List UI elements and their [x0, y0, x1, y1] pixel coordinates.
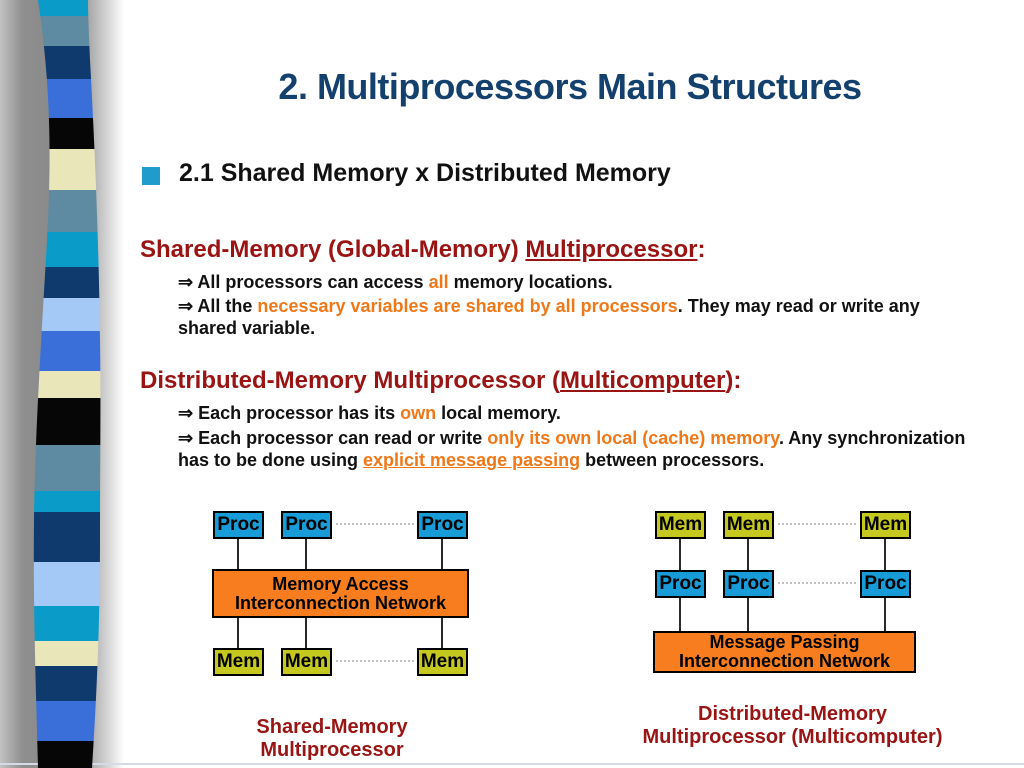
bullet-square-icon	[142, 167, 160, 185]
dist-b2-mid: . Any synchronization has to be done usi…	[178, 428, 966, 470]
left-connector-line	[441, 618, 443, 648]
dist-heading-pre: Distributed-Memory Multiprocessor (	[140, 367, 561, 394]
shared-b2-emphasis: necessary variables are shared by all pr…	[257, 296, 678, 316]
left-mem-box-3: Mem	[417, 648, 468, 676]
right-mem-box-2: Mem	[723, 511, 774, 539]
left-connector-line	[237, 618, 239, 648]
left-connector-line	[237, 539, 239, 569]
right-connector-line	[884, 539, 886, 570]
right-connector-line	[747, 539, 749, 570]
shared-heading-pre: Shared-Memory (Global-Memory)	[140, 236, 526, 263]
shared-heading-post: :	[697, 236, 706, 263]
dist-b2-emphasis: only its own local (cache) memory	[487, 428, 779, 448]
shared-b2-pre: ⇒ All the	[178, 296, 258, 316]
right-network-line1: Message Passing	[709, 632, 860, 652]
dist-b1-emphasis: own	[400, 403, 437, 423]
dist-b1-post: local memory.	[436, 403, 561, 423]
dist-b2-post: between processors.	[580, 450, 765, 470]
left-proc-box-3: Proc	[417, 511, 468, 539]
left-connector-line	[441, 539, 443, 569]
right-network-line2: Interconnection Network	[678, 651, 891, 671]
right-caption-line1: Distributed-Memory	[698, 703, 887, 725]
right-proc-ellipsis-dots	[778, 582, 856, 584]
right-connector-line	[679, 539, 681, 570]
distributed-memory-heading: Distributed-Memory Multiprocessor (Multi…	[140, 367, 741, 395]
ribbon-stripe-graphic	[33, 0, 101, 768]
shared-b1-post: memory locations.	[448, 272, 613, 292]
right-proc-box-1: Proc	[655, 570, 706, 598]
shared-bullet-1: ⇒ All processors can access all memory l…	[178, 271, 613, 293]
left-network-line2: Interconnection Network	[234, 592, 447, 613]
left-mem-ellipsis-dots	[336, 660, 414, 662]
right-proc-box-3: Proc	[860, 570, 911, 598]
right-diagram-caption: Distributed-Memory Multiprocessor (Multi…	[640, 703, 945, 749]
left-network-box: Memory Access Interconnection Network	[212, 569, 469, 618]
left-connector-line	[305, 539, 307, 569]
shared-heading-underlined: Multiprocessor	[525, 236, 698, 263]
dist-b2-pre: ⇒ Each processor can read or write	[178, 428, 488, 448]
section-bullet-label: 2.1 Shared Memory x Distributed Memory	[179, 159, 671, 187]
left-network-line1: Memory Access	[272, 573, 409, 594]
dist-b2-underlined-emphasis: explicit message passing	[363, 450, 581, 470]
right-connector-line	[884, 598, 886, 631]
left-mem-box-1: Mem	[213, 648, 264, 676]
right-connector-line	[679, 598, 681, 631]
shared-memory-heading: Shared-Memory (Global-Memory) Multiproce…	[140, 236, 705, 264]
left-connector-line	[305, 618, 307, 648]
left-proc-ellipsis-dots	[336, 523, 414, 525]
left-diagram-caption: Shared-Memory Multiprocessor	[256, 716, 408, 761]
dist-heading-underlined: Multicomputer	[560, 367, 726, 394]
dist-bullet-2: ⇒ Each processor can read or write only …	[178, 427, 973, 471]
right-connector-line	[747, 598, 749, 631]
shared-b1-pre: ⇒ All processors can access	[178, 272, 429, 292]
right-network-box: Message Passing Interconnection Network	[653, 631, 916, 673]
right-caption-line2: Multiprocessor (Multicomputer)	[642, 726, 943, 748]
dist-bullet-1: ⇒ Each processor has its own local memor…	[178, 402, 561, 424]
right-mem-ellipsis-dots	[778, 523, 856, 525]
left-proc-box-2: Proc	[281, 511, 332, 539]
dist-heading-post: ):	[725, 367, 742, 394]
slide-bottom-rule	[0, 763, 1024, 765]
right-mem-box-3: Mem	[860, 511, 911, 539]
dist-b1-pre: ⇒ Each processor has its	[178, 403, 401, 423]
left-mem-box-2: Mem	[281, 648, 332, 676]
right-mem-box-1: Mem	[655, 511, 706, 539]
shared-b1-emphasis: all	[428, 272, 449, 292]
page-title: 2. Multiprocessors Main Structures	[278, 66, 862, 107]
right-proc-box-2: Proc	[723, 570, 774, 598]
left-proc-box-1: Proc	[213, 511, 264, 539]
shared-b2-post: . They may read or write any shared vari…	[178, 296, 920, 338]
shared-bullet-2: ⇒ All the necessary variables are shared…	[178, 295, 983, 339]
